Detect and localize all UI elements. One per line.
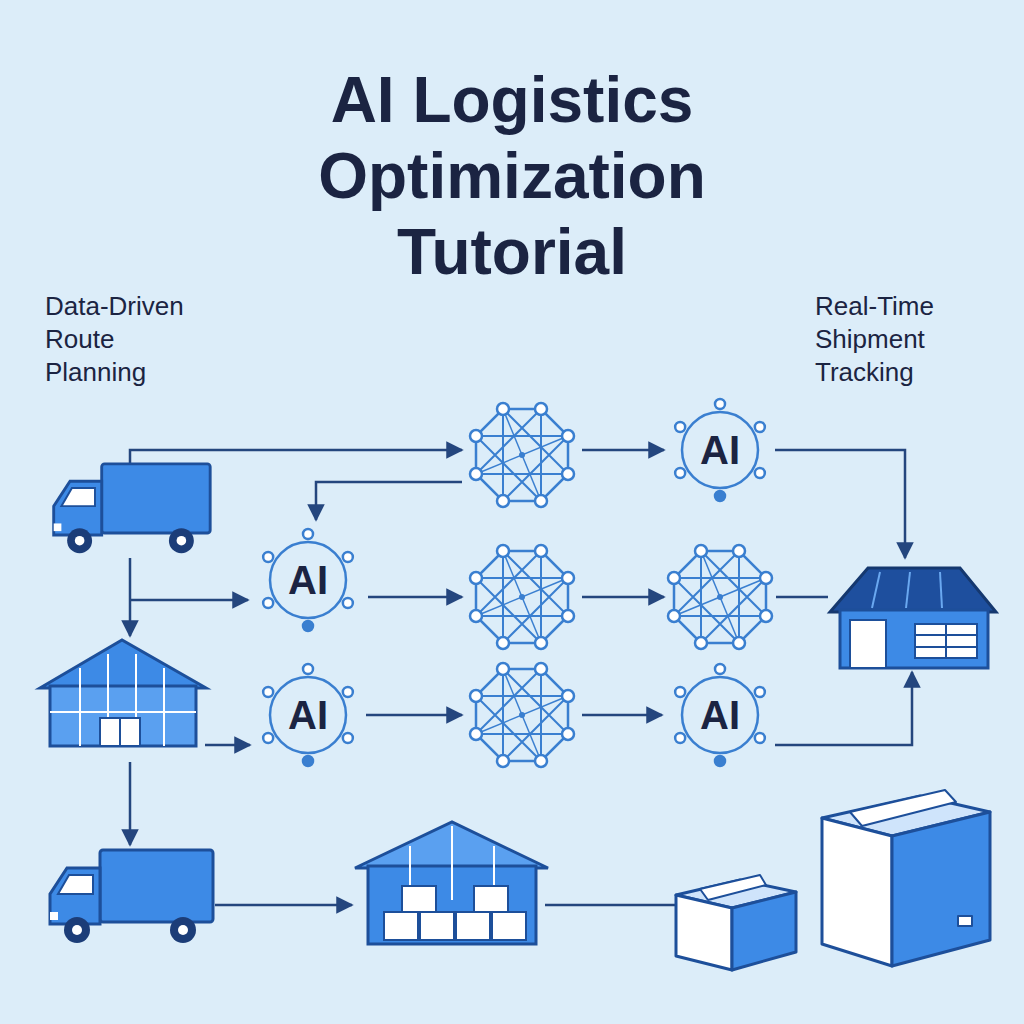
ai-node: AI [253, 525, 363, 635]
network-icon [668, 545, 772, 649]
flow-arrows [130, 450, 912, 905]
warehouse-icon [40, 640, 206, 746]
side-label: Real-Time Shipment Tracking [815, 290, 980, 389]
network-icon [470, 403, 574, 507]
network-icon [470, 663, 574, 767]
ai-node: AI [665, 660, 775, 770]
side-label: Data-Driven Route Planning [45, 290, 205, 389]
node-text: AI [253, 660, 363, 770]
diagram-title: AI Logistics Optimization Tutorial [222, 62, 802, 290]
node-text: AI [665, 660, 775, 770]
ai-node: AI [665, 395, 775, 505]
node-text: AI [253, 525, 363, 635]
truck-icon [54, 464, 210, 553]
warehouse-icon [830, 568, 996, 668]
parcel-icon [822, 790, 990, 966]
truck-icon [50, 850, 213, 943]
network-icon [470, 545, 574, 649]
ai-node: AI [253, 660, 363, 770]
warehouse-icon [355, 822, 548, 944]
node-text: AI [665, 395, 775, 505]
parcel-icon [676, 875, 796, 970]
